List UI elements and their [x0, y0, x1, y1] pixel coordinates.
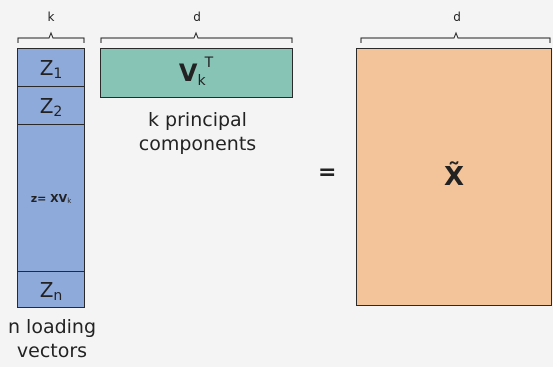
middle-brace-label: d	[193, 10, 201, 24]
middle-caption-line1: k principal	[148, 109, 247, 131]
right-brace	[360, 31, 551, 43]
left-brace-label: k	[47, 10, 55, 24]
z-row-2-sub: 2	[53, 103, 63, 120]
right-brace-label: d	[453, 10, 461, 24]
x-tilde-label: X̃	[443, 162, 465, 192]
left-caption-line1: n loading	[7, 316, 97, 338]
v-sub: k	[197, 73, 206, 89]
z-row-1-letter: Z	[39, 55, 54, 80]
middle-brace	[100, 31, 293, 43]
left-brace	[17, 31, 85, 43]
equals-sign: =	[318, 160, 337, 185]
x-reconstruction-matrix: X̃	[356, 48, 552, 306]
loading-vectors-caption: n loading vectors	[0, 315, 109, 363]
principal-components-caption: k principal components	[125, 108, 270, 156]
z-row-n-sub: n	[53, 287, 63, 304]
left-caption-line2: vectors	[16, 340, 88, 362]
z-row-n-letter: Z	[39, 277, 54, 302]
z-row-2-letter: Z	[39, 93, 54, 118]
z-row-1-sub: 1	[53, 65, 63, 82]
z-middle-sub: k	[67, 197, 72, 205]
v-letter: V	[178, 59, 198, 87]
v-sup: T	[204, 55, 214, 71]
z-middle-main: z= XV	[30, 191, 68, 205]
middle-caption-line2: components	[138, 133, 257, 155]
